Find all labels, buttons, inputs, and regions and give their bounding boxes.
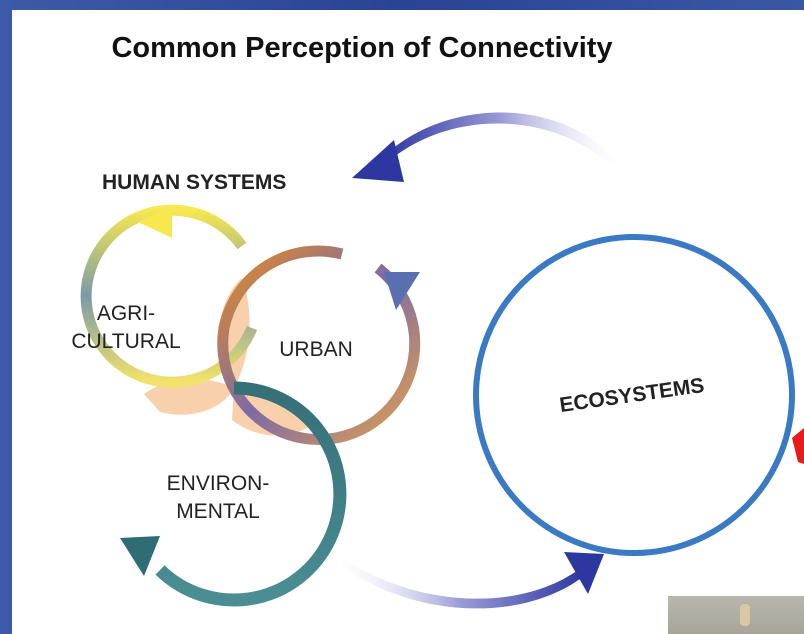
bottom-curved-arrow bbox=[338, 558, 584, 609]
photo-figure bbox=[740, 604, 750, 626]
overlap-agri-env bbox=[144, 379, 234, 415]
connectivity-diagram: HUMAN SYSTEMS AGRI- CULTURAL URBAN ENVIR… bbox=[71, 112, 804, 609]
top-arrowhead bbox=[352, 140, 404, 182]
human-systems-label: HUMAN SYSTEMS bbox=[102, 171, 286, 194]
environmental-label-line2: MENTAL bbox=[176, 500, 260, 523]
urban-arrowhead bbox=[384, 272, 420, 310]
agricultural-label-line2: CULTURAL bbox=[71, 330, 180, 353]
overlap-urban-env bbox=[232, 386, 314, 436]
agricultural-label-line1: AGRI- bbox=[97, 302, 155, 325]
top-curved-arrow bbox=[384, 112, 618, 168]
agricultural-arrowhead bbox=[138, 206, 172, 238]
environmental-ring bbox=[155, 381, 347, 607]
agricultural-ring bbox=[80, 204, 258, 388]
ecosystems-circle bbox=[473, 234, 795, 556]
environmental-label-line1: ENVIRON- bbox=[167, 472, 270, 495]
slide-title: Common Perception of Connectivity bbox=[111, 32, 613, 64]
photo-thumbnail bbox=[668, 596, 804, 634]
red-marker bbox=[792, 428, 804, 464]
urban-ring bbox=[217, 245, 421, 445]
environmental-arrowhead bbox=[120, 536, 160, 576]
bottom-arrowhead bbox=[564, 552, 604, 594]
slide: Common Perception of Connectivity bbox=[12, 10, 804, 634]
urban-label: URBAN bbox=[279, 338, 353, 361]
